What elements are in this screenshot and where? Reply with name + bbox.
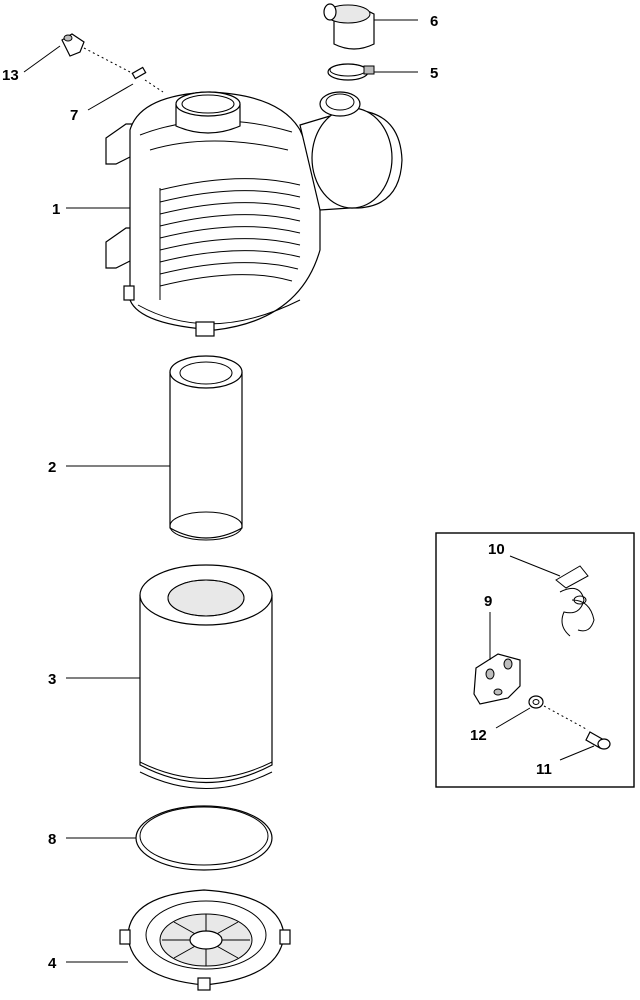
part-11-bolt (585, 731, 611, 750)
part-2-safety-element (169, 355, 243, 541)
inset-detail-box (435, 532, 635, 788)
part-3-primary-element (139, 564, 273, 789)
part-1-air-cleaner-body (105, 91, 403, 337)
callout-4: 4 (48, 955, 57, 972)
callout-9: 9 (484, 593, 492, 610)
callout-3: 3 (48, 671, 56, 688)
part-10-spring-clip (555, 565, 595, 637)
part-5-clamp (327, 63, 375, 81)
part-9-bracket (473, 653, 521, 705)
callout-5: 5 (430, 65, 438, 82)
part-8-gasket (135, 805, 273, 871)
callout-7: 7 (70, 107, 78, 124)
callout-1: 1 (52, 201, 60, 218)
part-12-washer (528, 695, 589, 731)
callout-labels: 13 7 1 2 3 8 4 6 5 10 9 12 11 (2, 13, 552, 972)
part-6-cap (323, 3, 375, 50)
callout-6: 6 (430, 13, 438, 30)
callout-12: 12 (470, 727, 487, 744)
callout-10: 10 (488, 541, 505, 558)
leader-lines (23, 19, 595, 963)
part-4-dust-cover (119, 889, 291, 991)
callout-11: 11 (536, 761, 552, 778)
callout-13: 13 (2, 67, 19, 84)
callout-8: 8 (48, 831, 56, 848)
callout-2: 2 (48, 459, 56, 476)
part-13-fitting (61, 33, 131, 73)
part-7-valve (131, 66, 164, 93)
